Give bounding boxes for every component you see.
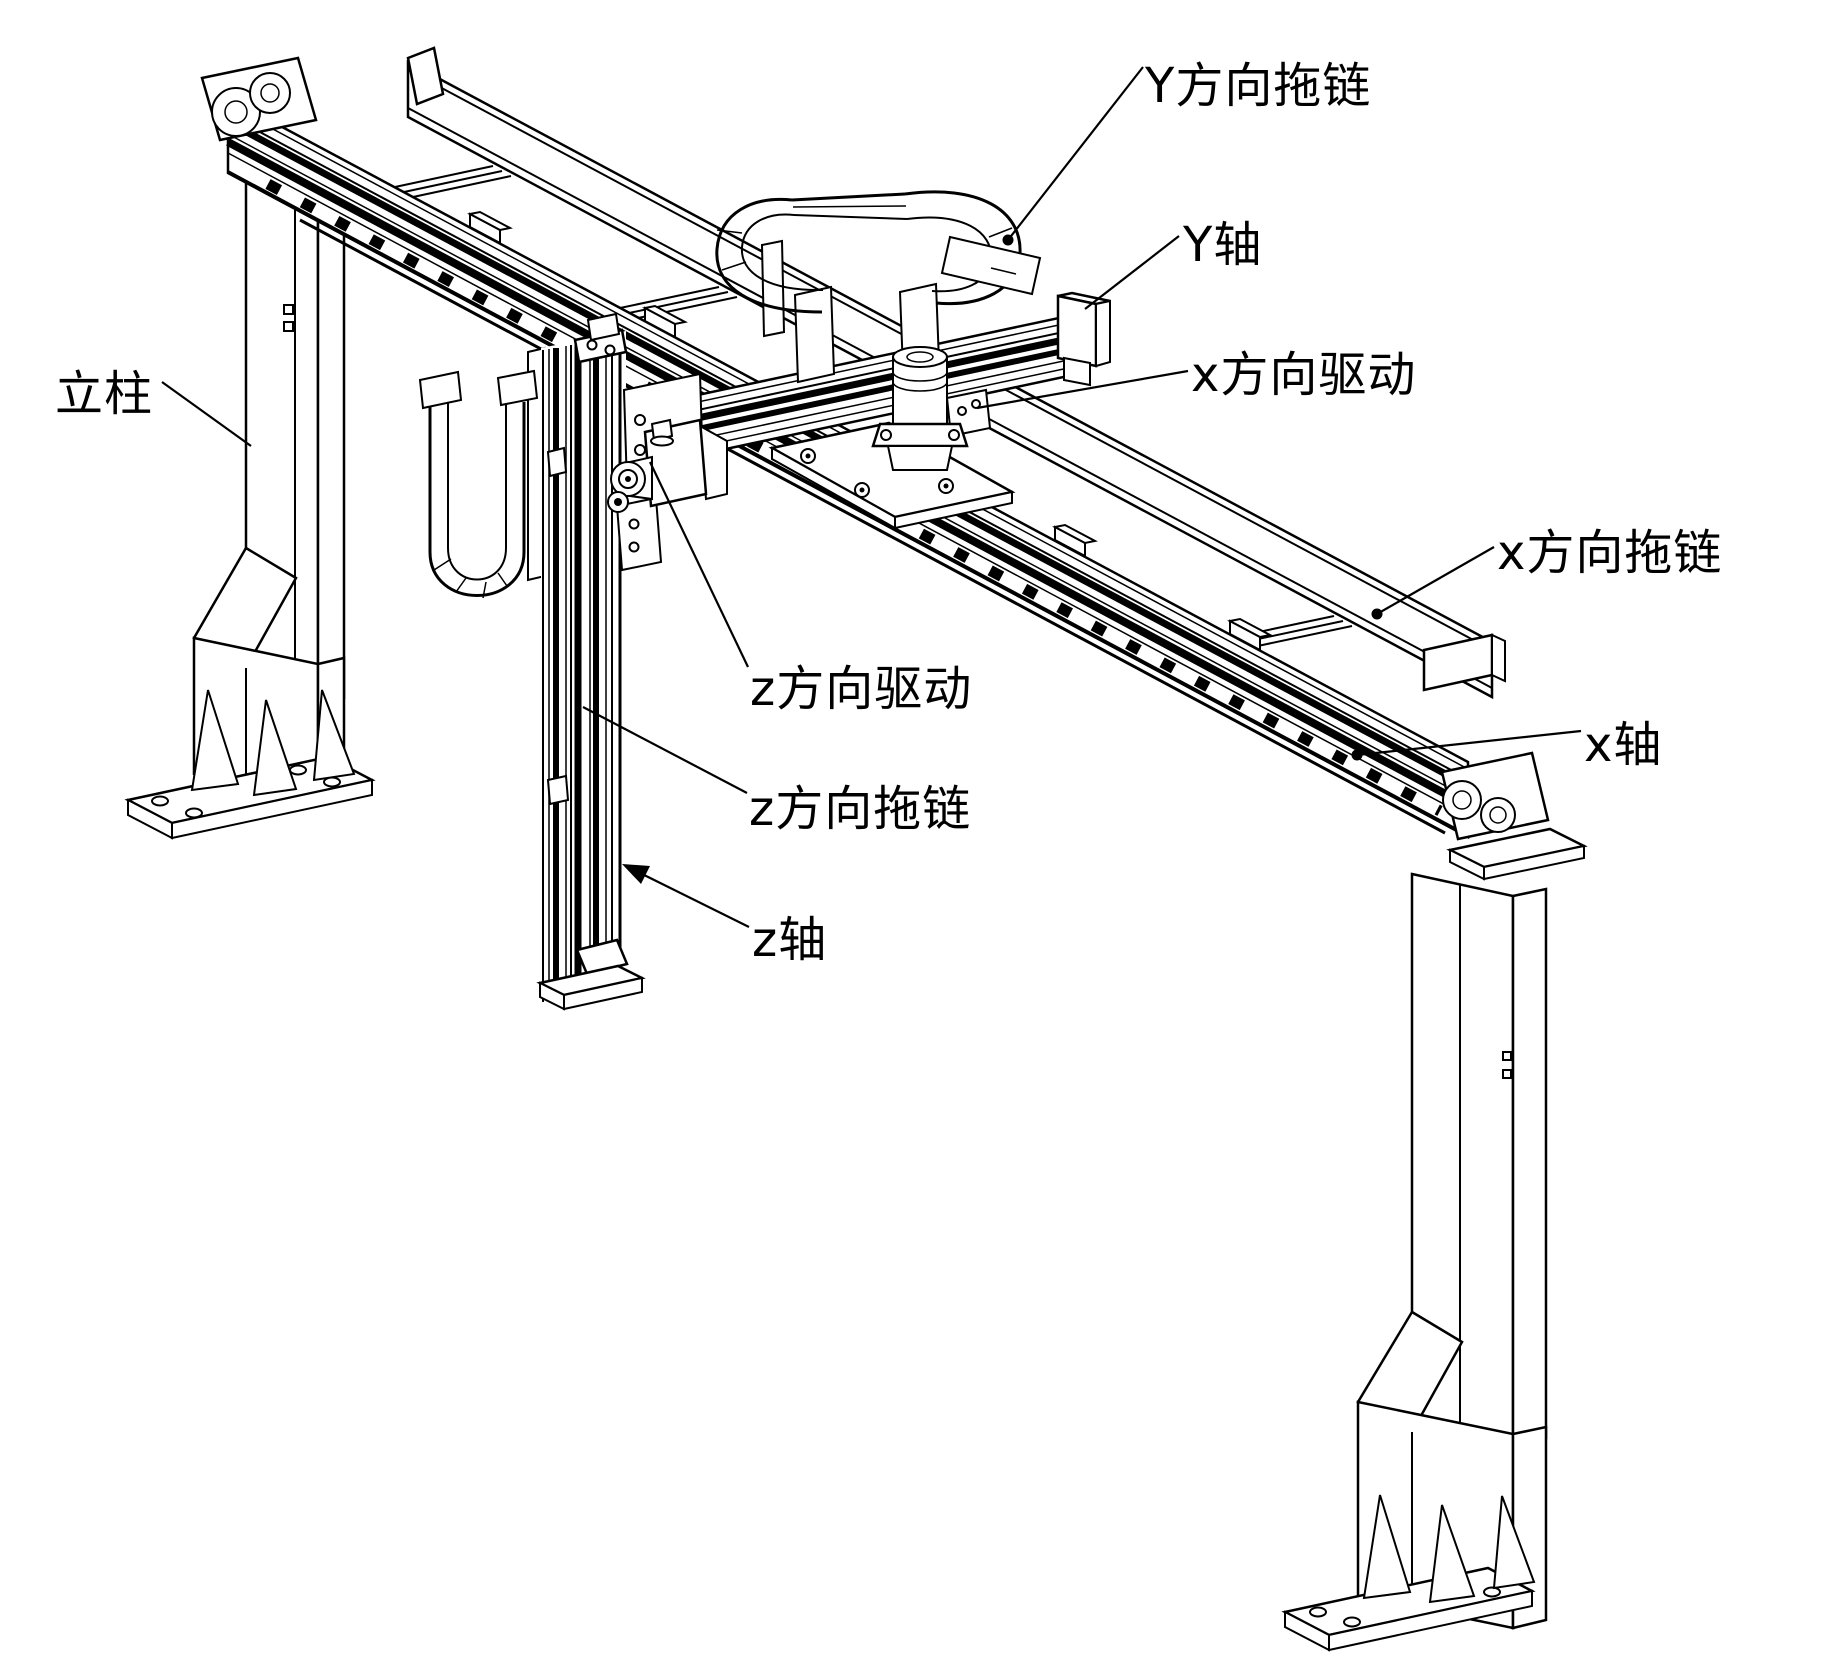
callouts: 立柱 Y方向拖链 Y轴 x方向驱动 x方向拖链 x轴 z方向驱动 <box>55 58 1722 968</box>
label-y-axis: Y轴 <box>1182 217 1262 273</box>
callout-z-drive: z方向驱动 <box>649 461 972 717</box>
left-gussets <box>190 689 356 797</box>
leader-x-drive <box>976 369 1189 410</box>
tray-bracket <box>619 286 738 319</box>
callout-z-axis: z轴 <box>622 864 827 968</box>
callout-z-drag-chain: z方向拖链 <box>582 706 971 837</box>
z-rail <box>541 312 628 1003</box>
x-drive-motor <box>871 346 992 471</box>
label-x-axis: x轴 <box>1584 717 1662 773</box>
y-chain-anchor-plate <box>940 235 1042 296</box>
label-x-drag-chain: x方向拖链 <box>1497 525 1722 581</box>
leader-z-axis <box>629 867 750 928</box>
left-base-plate <box>124 689 376 840</box>
tray-left-end <box>406 46 445 106</box>
leader-y-drag-chain <box>1007 66 1144 241</box>
z-foot <box>536 938 646 1011</box>
leader-dot-x-axis <box>1351 749 1363 761</box>
label-column: 立柱 <box>55 366 153 422</box>
label-y-drag-chain: Y方向拖链 <box>1144 58 1371 114</box>
leader-dot-y-drag-chain <box>1002 234 1014 246</box>
z-drag-chain-loop <box>418 346 546 599</box>
leader-z-drag-chain <box>582 706 748 794</box>
leader-arrow-z-axis <box>622 864 650 884</box>
right-base-plate <box>1281 1494 1536 1652</box>
callout-column: 立柱 <box>55 366 252 447</box>
label-z-drive: z方向驱动 <box>750 661 972 717</box>
leader-x-drag-chain <box>1376 546 1495 615</box>
left-column <box>124 138 376 840</box>
z-assembly <box>418 312 728 1011</box>
callout-y-drag-chain: Y方向拖链 <box>1002 58 1371 246</box>
callout-y-axis: Y轴 <box>1084 217 1262 310</box>
leader-y-axis <box>1084 235 1180 310</box>
leader-dot-x-drag-chain <box>1371 608 1383 620</box>
callout-x-axis: x轴 <box>1351 717 1662 773</box>
leader-z-drive <box>649 461 749 668</box>
leader-x-axis <box>1356 729 1582 757</box>
label-z-axis: z轴 <box>752 912 827 968</box>
label-z-drag-chain: z方向拖链 <box>749 781 971 837</box>
x-beam-left-end-cap <box>200 56 318 142</box>
callout-x-drag-chain: x方向拖链 <box>1371 525 1722 620</box>
x-beam-tabs <box>467 210 1273 652</box>
x-beam-right-end-cap <box>1440 751 1550 841</box>
right-column <box>1281 827 1588 1652</box>
leader-column <box>161 381 252 447</box>
label-x-drive: x方向驱动 <box>1191 347 1416 403</box>
y-beam-end-cap <box>1056 291 1111 387</box>
callout-x-drive: x方向驱动 <box>976 347 1416 410</box>
z-drive-motor <box>607 418 728 513</box>
right-gussets <box>1362 1494 1536 1604</box>
tray-bracket <box>394 165 512 198</box>
